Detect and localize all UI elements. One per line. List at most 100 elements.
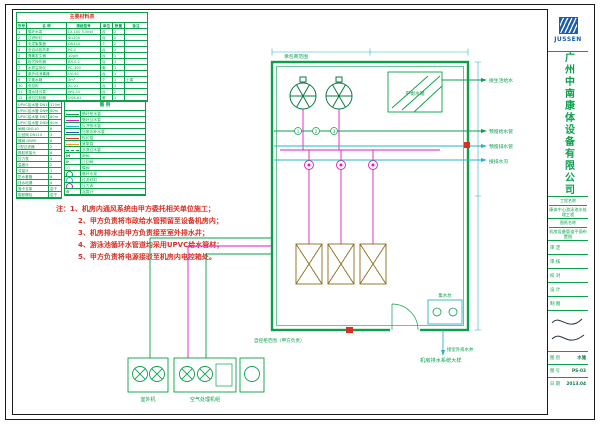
legend-title: 图 例 [65, 102, 145, 111]
materials-table: 主要材料表 序号 名 称 规格型号 单位 数量 备注 1 循环水泵 LX-100… [16, 12, 148, 102]
material-row: 7 水质监测仪 PC-300 套 1 [17, 65, 147, 71]
meta-rows: 图 别 水施 图 号 PS-03 日 期 2013.04 [548, 351, 588, 390]
cell-note [125, 89, 147, 95]
legend-label: 投药管 [81, 135, 145, 141]
cell-qty: 1 [113, 83, 125, 89]
cell-no: 1 [17, 29, 27, 35]
marker-2: 2 [315, 129, 318, 134]
cell-qty: 80m [49, 114, 61, 120]
cell-name: 排水地漏 [17, 180, 49, 186]
drawing-name-value: 机房设备管道平面布置图 [549, 229, 587, 239]
legend-symbol-cell [65, 135, 81, 141]
signer-label: 校 对 [550, 273, 561, 279]
cell-note [125, 35, 147, 41]
brand-logo-text: JUSSEN [554, 36, 582, 43]
material-cont-row: 膨胀螺栓 若干 [17, 192, 61, 198]
material-row: 8 紫外线消毒器 UV-40 台 1 [17, 71, 147, 77]
cell-spec: 10g/h [67, 53, 101, 59]
cell-unit: 套 [101, 95, 113, 101]
cell-no: 10 [17, 83, 27, 89]
cell-name: 全自动投药泵 [27, 47, 67, 53]
cell-name: 水质监测仪 [27, 65, 67, 71]
signer-row: 设 计 [548, 282, 588, 296]
cell-name: 温度计 [17, 162, 49, 168]
meta-label: 日 期 [550, 382, 560, 387]
signer-rows: 审 定 审 核 校 对 设 计 制 图 [548, 240, 588, 310]
legend-label: 过滤砂缸 [81, 177, 145, 183]
cell-spec: PS-2 [67, 47, 101, 53]
legend-row: ◁ 蝶阀 [65, 165, 145, 171]
arrow-top-label: 接生活给水 [489, 77, 513, 84]
red-wall-marks [346, 142, 470, 333]
cell-no: 3 [17, 41, 27, 47]
legend-label: 闸阀 [81, 153, 145, 159]
material-cont-row: Y型过滤器 2 [17, 144, 61, 150]
note-line: 5、甲方负责将电源接驳至机房内电控箱处。 [78, 253, 216, 261]
cell-qty: 2 [49, 144, 61, 150]
legend-symbol-cell [65, 117, 81, 123]
cell-qty: 2 [113, 35, 125, 41]
legend-row: 循环水泵 [65, 171, 145, 177]
meta-value: 水施 [577, 356, 586, 361]
cell-no: 8 [17, 71, 27, 77]
col-qty: 数量 [113, 23, 125, 29]
signer-row: 审 定 [548, 240, 588, 254]
legend-symbol-cell [65, 111, 81, 117]
legend-row: ⊙ 温度计 [65, 189, 145, 195]
col-unit: 单位 [101, 23, 113, 29]
scope-label: 承包商范围 [284, 53, 308, 60]
cell-name: 压力表 [17, 156, 49, 162]
cell-note [125, 71, 147, 77]
cell-qty: 1 [113, 53, 125, 59]
material-row: 12 液位控制器 UQK-61 套 1 [17, 95, 147, 101]
drawing-name-box: 图纸名称 机房设备管道平面布置图 [548, 218, 588, 240]
cell-name: 电控柜 [27, 83, 67, 89]
company-name-box: 广州中南康体设备有限公司 [548, 52, 588, 196]
cell-note [125, 29, 147, 35]
legend-symbol-cell [65, 129, 81, 135]
material-cont-row: 压力表 4 [17, 156, 61, 162]
cell-name: 防水套管 [17, 174, 49, 180]
cell-name: 紫外线消毒器 [27, 71, 67, 77]
material-row: 3 毛发聚集器 DN110 个 2 [17, 41, 147, 47]
legend-row: ⋈ 闸阀 [65, 153, 145, 159]
cell-qty: 1 [113, 95, 125, 101]
legend-row: 循环回水管 [65, 117, 145, 123]
meta-label: 图 别 [550, 356, 560, 361]
material-cont-row: 止回阀 DN110 3 [17, 132, 61, 138]
cell-qty: 120m [49, 103, 61, 108]
supply-pipes [149, 79, 483, 358]
legend-glyph: ⊙ [66, 189, 70, 194]
drain-detail-label: 机房排水系统大样 [420, 356, 462, 364]
signer-row: 制 图 [548, 296, 588, 310]
cell-qty: 2 [113, 41, 125, 47]
cell-qty: 8 [49, 126, 61, 132]
door-opening [390, 326, 420, 334]
signature-area [548, 310, 588, 351]
cell-unit: 台 [101, 71, 113, 77]
meta-row: 图 别 水施 [548, 351, 588, 364]
meta-row: 图 号 PS-03 [548, 364, 588, 377]
cell-qty: 60m [49, 108, 61, 114]
cell-qty: 1 [113, 59, 125, 65]
pipe-arrows [441, 78, 487, 356]
legend-glyph: ⊳ [66, 159, 70, 164]
materials-rows: 1 循环水泵 LX-100 5.5kW 台 2 2 过滤砂缸 Φ1200 台 2 [17, 29, 147, 101]
legend-symbol [66, 113, 79, 115]
legend-label: 臭氧管 [81, 141, 145, 147]
material-cont-row: 排水地漏 4 [17, 180, 61, 186]
cell-qty: 1 [49, 168, 61, 174]
cell-no: 4 [17, 47, 27, 53]
drawing-name-label: 图纸名称 [549, 220, 587, 228]
cell-name: 管卡支架 [17, 186, 49, 192]
cell-unit: 台 [101, 29, 113, 35]
material-row: 2 过滤砂缸 Φ1200 台 2 [17, 35, 147, 41]
arrow-gutter-label: 接排水沟 [489, 158, 508, 165]
legend-glyph: ◁ [66, 165, 70, 170]
meta-value: 2013.04 [566, 381, 586, 387]
legend-row: 溢流回水管 [65, 147, 145, 153]
construction-notes: 注：1、机房内通风系统由甲方委托相关单位施工； 2、甲方负责将市政给水管预留至设… [56, 203, 278, 263]
cell-name: 过滤砂缸 [27, 35, 67, 41]
legend-symbol [66, 149, 79, 151]
cell-name: 闸阀 DN110 [17, 126, 49, 132]
